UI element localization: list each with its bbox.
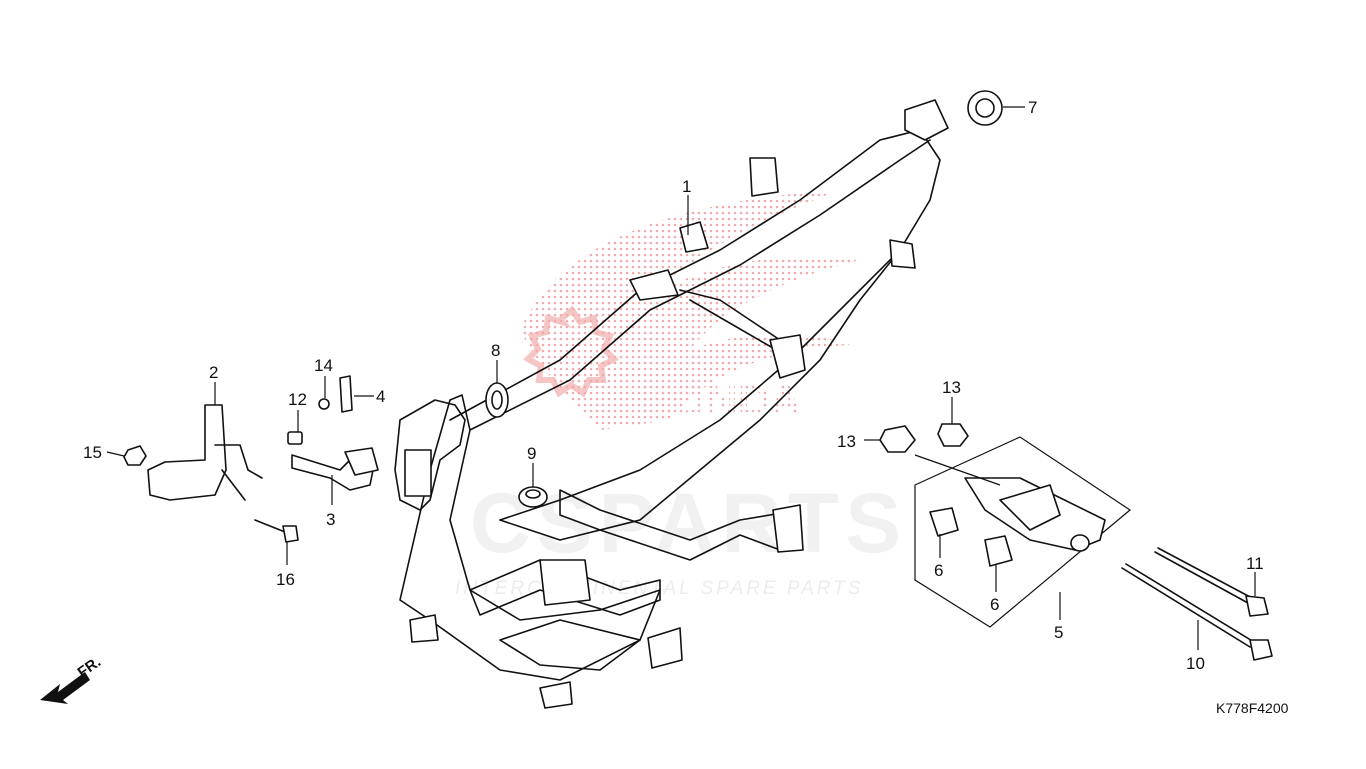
part-3-bracket [291, 447, 379, 491]
callout-3: 3 [326, 510, 335, 529]
callout-14: 14 [314, 356, 333, 375]
callouts: 1 2 3 4 5 6 6 7 8 9 10 11 12 13 13 14 15… [83, 98, 1264, 673]
part-9-grommet [518, 486, 548, 508]
arrow-icon [40, 672, 90, 704]
callout-7: 7 [1028, 98, 1037, 117]
part-13-bushings [879, 423, 969, 453]
callout-13b: 13 [942, 378, 961, 397]
callout-11: 11 [1246, 554, 1264, 573]
callout-9: 9 [527, 444, 536, 463]
part-16-bolt [254, 519, 299, 543]
callout-13a: 13 [837, 432, 856, 451]
callout-6a: 6 [934, 561, 943, 580]
callout-12: 12 [288, 390, 307, 409]
callout-4: 4 [376, 387, 385, 406]
front-direction-indicator: FR. [40, 653, 104, 704]
part-4-clip [339, 375, 353, 413]
callout-15: 15 [83, 443, 102, 462]
watermark-brand: HONDA [640, 376, 801, 425]
part-12-bolt [287, 431, 303, 445]
frame-body [394, 99, 949, 709]
callout-16: 16 [276, 570, 295, 589]
part-14-screw [318, 398, 330, 410]
part-10-11-bolts [1121, 547, 1273, 661]
part-2-bracket [147, 404, 263, 501]
callout-5: 5 [1054, 623, 1063, 642]
callout-10: 10 [1186, 654, 1205, 673]
part-7-grommet [967, 90, 1003, 126]
part-5-hanger [914, 436, 1132, 628]
part-15-nut [123, 445, 147, 466]
diagram-code: K778F4200 [1216, 700, 1289, 716]
watermark-wing-logo [520, 190, 860, 430]
part-6-bushings [929, 507, 1013, 567]
leader-lines [106, 106, 1256, 650]
callout-6b: 6 [990, 595, 999, 614]
part-8-grommet [485, 382, 509, 418]
callout-8: 8 [491, 341, 500, 360]
callout-1: 1 [682, 177, 691, 196]
callout-2: 2 [209, 363, 218, 382]
